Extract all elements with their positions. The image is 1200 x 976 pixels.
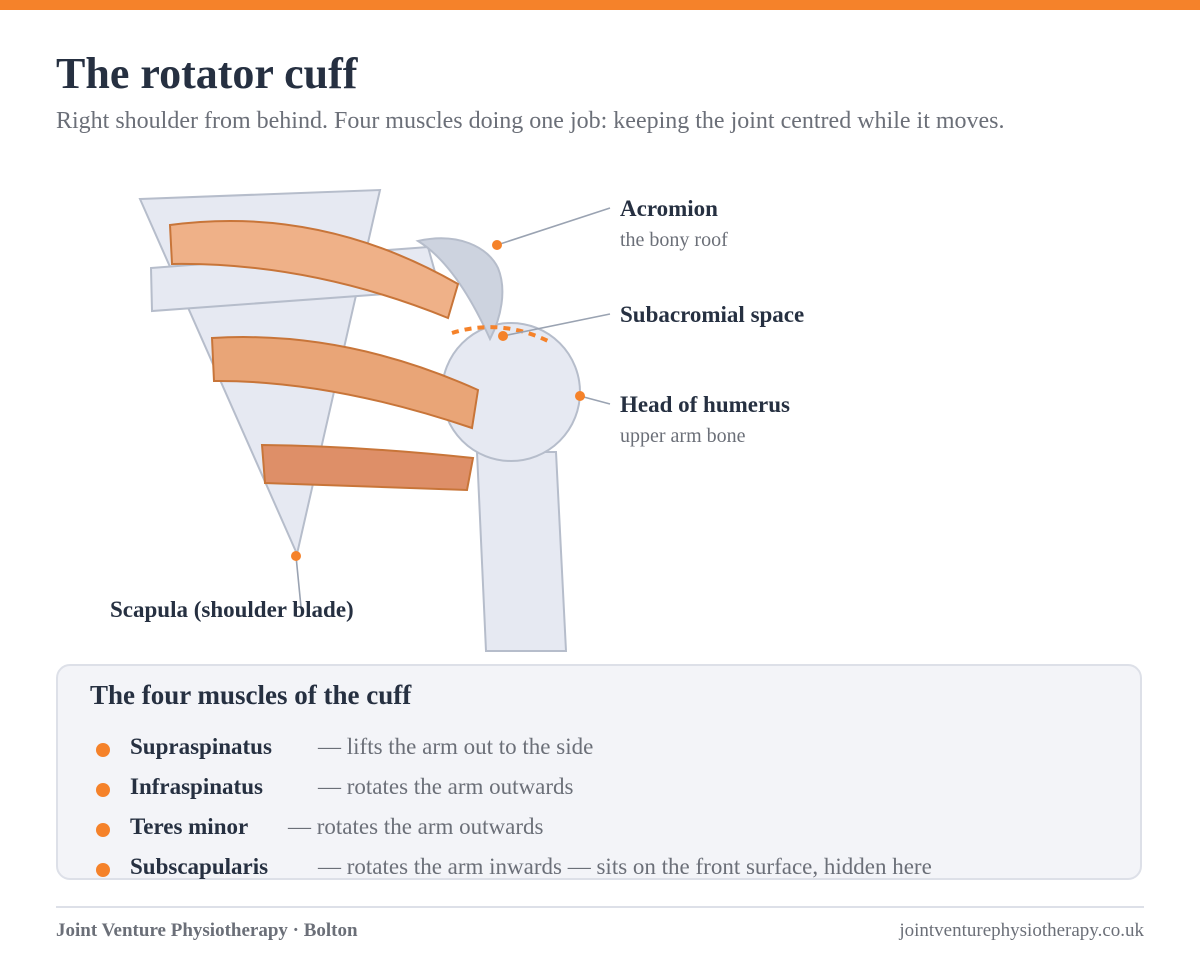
muscle-name: Infraspinatus: [130, 774, 263, 799]
bullet-dot-icon: [96, 783, 110, 797]
bullet-dot-icon: [96, 823, 110, 837]
infraspinatus-muscle: [210, 336, 480, 430]
muscle-description: — rotates the arm inwards — sits on the …: [318, 854, 932, 879]
acromion-bone: [415, 237, 504, 342]
muscle-name: Teres minor: [130, 814, 249, 839]
humerus-shaft: [475, 451, 568, 652]
teres-minor-muscle: [260, 443, 475, 492]
acromion-label: Acromion: [620, 196, 718, 221]
humerus-head-leader-line: [579, 395, 611, 405]
acromion-marker-dot: [492, 240, 502, 250]
scapula-label: Scapula (shoulder blade): [110, 597, 354, 622]
footer-website-link[interactable]: jointventurephysiotherapy.co.uk: [899, 920, 1144, 941]
scapula-leader-line: [295, 555, 302, 608]
subacromial-space-label: Subacromial space: [620, 302, 804, 327]
humerus-head-marker-dot: [575, 391, 585, 401]
footer-clinic-name: Joint Venture Physiotherapy · Bolton: [56, 920, 358, 941]
subacromial-leader-line: [502, 313, 611, 337]
brand-accent-bar: [0, 0, 1200, 10]
bullet-dot-icon: [96, 863, 110, 877]
page-title: The rotator cuff: [56, 49, 358, 98]
acromion-leader-line: [496, 207, 611, 246]
muscle-description: — rotates the arm outwards: [318, 774, 574, 799]
rotator-cuff-diagram: Acromion the bony roof Subacromial space…: [110, 188, 804, 652]
page-subtitle: Right shoulder from behind. Four muscles…: [56, 108, 1005, 134]
muscles-panel: The four muscles of the cuff Supraspinat…: [56, 664, 1142, 880]
bullet-dot-icon: [96, 743, 110, 757]
muscles-panel-title: The four muscles of the cuff: [90, 680, 412, 710]
muscle-description: — lifts the arm out to the side: [318, 734, 594, 759]
acromion-sublabel: the bony roof: [620, 229, 728, 251]
muscle-name: Supraspinatus: [130, 734, 272, 759]
supraspinatus-muscle: [168, 220, 460, 320]
subacromial-marker-dot: [498, 331, 508, 341]
muscle-description: — rotates the arm outwards: [288, 814, 544, 839]
head-of-humerus-sublabel: upper arm bone: [620, 425, 746, 447]
scapula-marker-dot: [291, 551, 301, 561]
footer-divider: [56, 906, 1144, 908]
muscle-name: Subscapularis: [130, 854, 269, 879]
head-of-humerus-label: Head of humerus: [620, 392, 790, 417]
